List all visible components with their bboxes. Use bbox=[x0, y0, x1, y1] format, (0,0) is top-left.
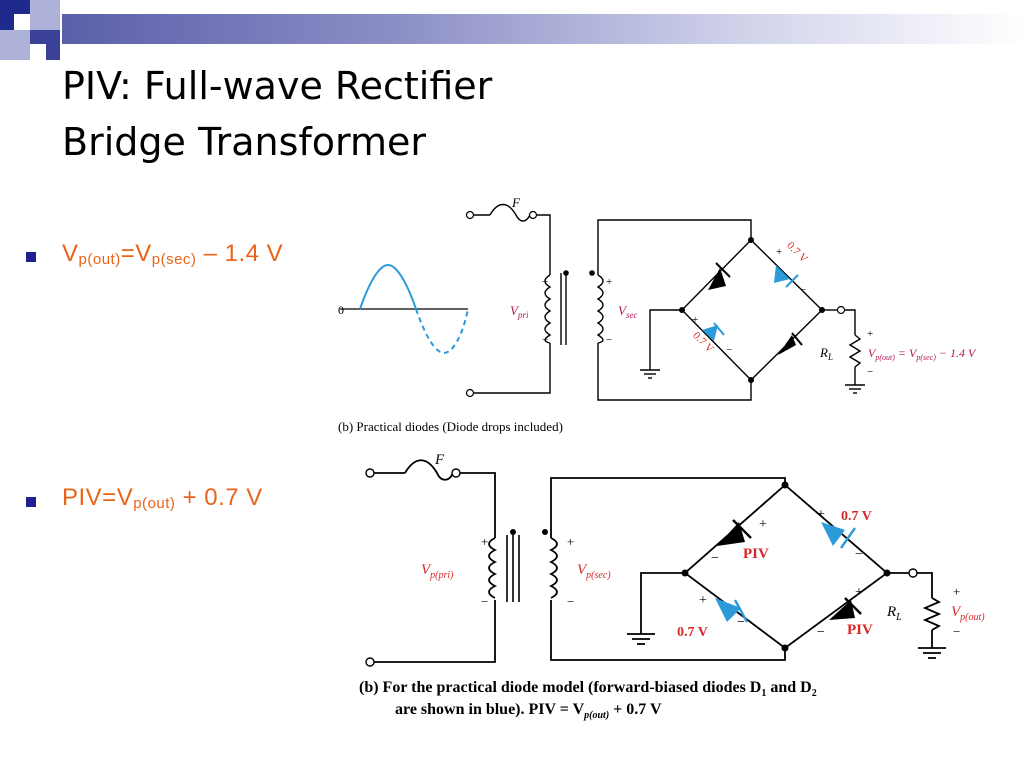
svg-text:+: + bbox=[481, 534, 488, 549]
bottom-fuse-label: F bbox=[434, 452, 445, 468]
svg-text:−: − bbox=[953, 624, 960, 639]
bullet1-sub-sec: p(sec) bbox=[151, 251, 197, 268]
svg-text:+: + bbox=[542, 276, 548, 288]
bottom-piv-bottom: PIV bbox=[847, 622, 873, 638]
bottom-caption-line2: are shown in blue). PIV = Vp(out) + 0.7 … bbox=[395, 701, 662, 721]
bullet2-rest: + 0.7 V bbox=[175, 484, 263, 511]
corner-square-2 bbox=[30, 0, 60, 30]
svg-text:−: − bbox=[711, 551, 719, 566]
bottom-vpri-label: Vp(pri) bbox=[421, 562, 454, 581]
bullet2-sub-out: p(out) bbox=[133, 495, 176, 512]
svg-text:−: − bbox=[800, 284, 806, 296]
zero-label: 0 bbox=[338, 303, 344, 317]
bottom-vout-label: Vp(out) bbox=[951, 604, 985, 623]
bullet1-rest: – 1.4 V bbox=[196, 240, 284, 267]
bullet1-sub-out: p(out) bbox=[78, 251, 121, 268]
top-rl-label: RL bbox=[819, 345, 833, 362]
svg-text:−: − bbox=[817, 625, 825, 640]
bullet-text-2: PIV=Vp(out) + 0.7 V bbox=[62, 484, 263, 512]
svg-text:−: − bbox=[481, 594, 488, 609]
figure-bottom-circuit: F + − + − Vp(pri) Vp(sec) + − PIV + bbox=[359, 452, 985, 721]
bottom-vsec-label: Vp(sec) bbox=[577, 562, 611, 581]
svg-text:+: + bbox=[606, 276, 612, 288]
svg-text:−: − bbox=[737, 615, 745, 630]
top-caption: (b) Practical diodes (Diode drops includ… bbox=[338, 419, 563, 434]
svg-text:+: + bbox=[953, 584, 960, 599]
bottom-drop-top: 0.7 V bbox=[841, 509, 872, 524]
bottom-bridge: + − PIV + − 0.7 V + − 0.7 V + − PIV bbox=[677, 481, 891, 652]
top-vpri-label: Vpri bbox=[510, 303, 529, 320]
svg-text:+: + bbox=[817, 507, 825, 522]
svg-text:−: − bbox=[567, 594, 574, 609]
svg-text:+: + bbox=[759, 517, 767, 532]
svg-text:+: + bbox=[567, 534, 574, 549]
top-bridge: 0.7 V + − 0.7 V + − bbox=[679, 237, 825, 383]
bottom-drop-bottom: 0.7 V bbox=[677, 625, 708, 640]
svg-text:+: + bbox=[699, 593, 707, 608]
corner-square-5 bbox=[14, 14, 30, 30]
bullet1-eq: =V bbox=[120, 240, 152, 267]
corner-square-6 bbox=[30, 44, 46, 60]
svg-text:+: + bbox=[855, 585, 863, 600]
bullet2-pre: PIV=V bbox=[62, 484, 134, 511]
svg-text:−: − bbox=[867, 366, 873, 378]
title-line-2: Bridge Transformer bbox=[62, 120, 426, 164]
bottom-caption-line1: (b) For the practical diode model (forwa… bbox=[359, 679, 817, 699]
input-waveform: 0 bbox=[338, 263, 469, 355]
bullet-text-1: Vp(out)=Vp(sec) – 1.4 V bbox=[62, 240, 283, 268]
svg-text:−: − bbox=[726, 344, 732, 356]
top-drop-top: 0.7 V bbox=[784, 240, 810, 266]
bullet-marker-1 bbox=[26, 252, 36, 262]
svg-text:+: + bbox=[776, 246, 782, 258]
slide-title: PIV: Full-wave Rectifier Bridge Transfor… bbox=[62, 58, 492, 170]
title-gradient-bar bbox=[62, 14, 1024, 44]
svg-text:−: − bbox=[542, 334, 548, 346]
corner-square-3 bbox=[0, 30, 30, 60]
title-line-1: PIV: Full-wave Rectifier bbox=[62, 64, 493, 108]
svg-text:+: + bbox=[692, 314, 698, 326]
top-output-equation: Vp(out) = Vp(sec) − 1.4 V bbox=[868, 346, 977, 362]
svg-text:−: − bbox=[855, 547, 863, 562]
top-vsec-label: Vsec bbox=[618, 303, 637, 320]
top-fuse-label: F bbox=[511, 195, 521, 210]
bullet1-v: V bbox=[62, 240, 79, 267]
svg-text:−: − bbox=[606, 334, 612, 346]
svg-text:+: + bbox=[867, 328, 873, 340]
bottom-piv-top: PIV bbox=[743, 546, 769, 562]
bullet-marker-2 bbox=[26, 497, 36, 507]
figure-top-circuit: 0 F + − + − Vpri Vsec 0.7 V bbox=[338, 195, 977, 434]
bottom-rl-label: RL bbox=[886, 604, 902, 623]
